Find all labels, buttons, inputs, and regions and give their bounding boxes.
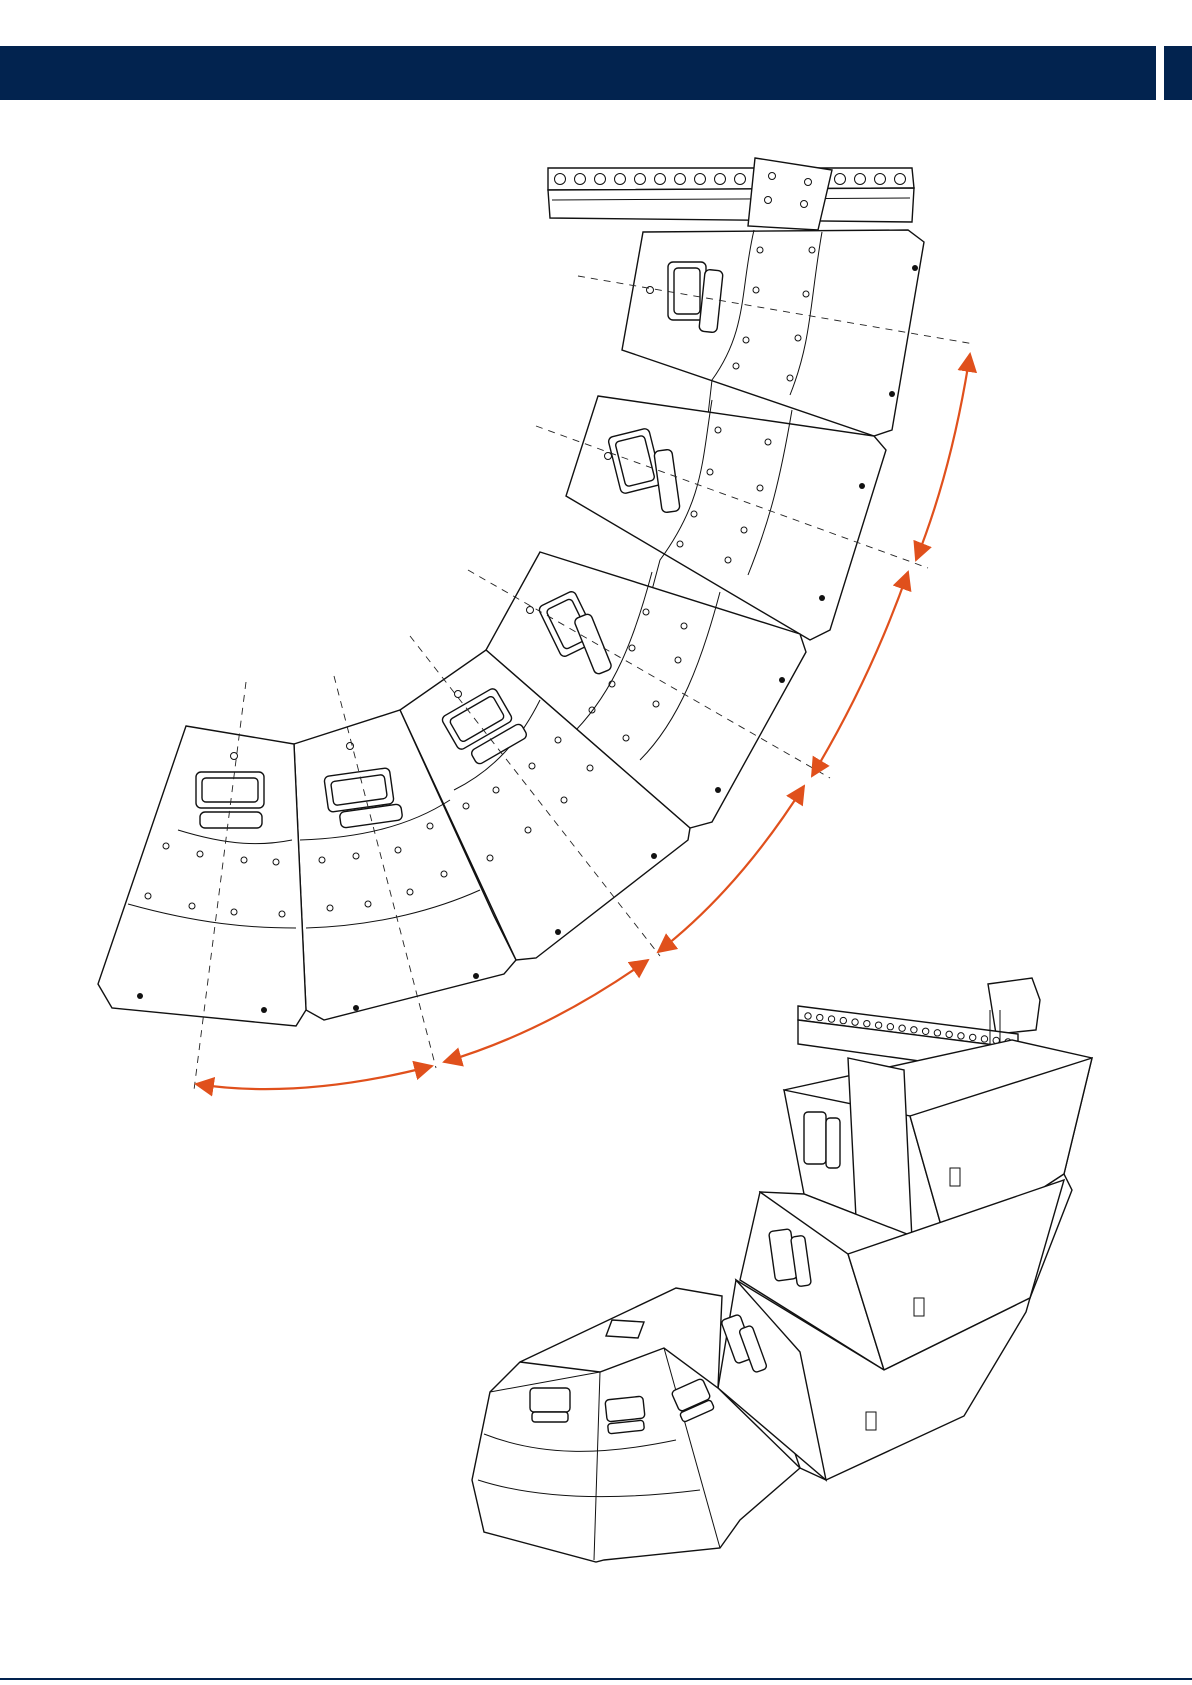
splay-arc-5 — [196, 1066, 432, 1089]
elevation-view — [98, 158, 974, 1090]
rigging-frame — [548, 158, 914, 230]
elevation-cabinet-1 — [622, 230, 924, 436]
splay-arc-1 — [916, 354, 970, 560]
elevation-cabinet-6 — [98, 726, 306, 1026]
rigging-plate — [748, 158, 832, 230]
perspective-view — [472, 978, 1092, 1562]
footer-rule — [0, 1678, 1192, 1680]
